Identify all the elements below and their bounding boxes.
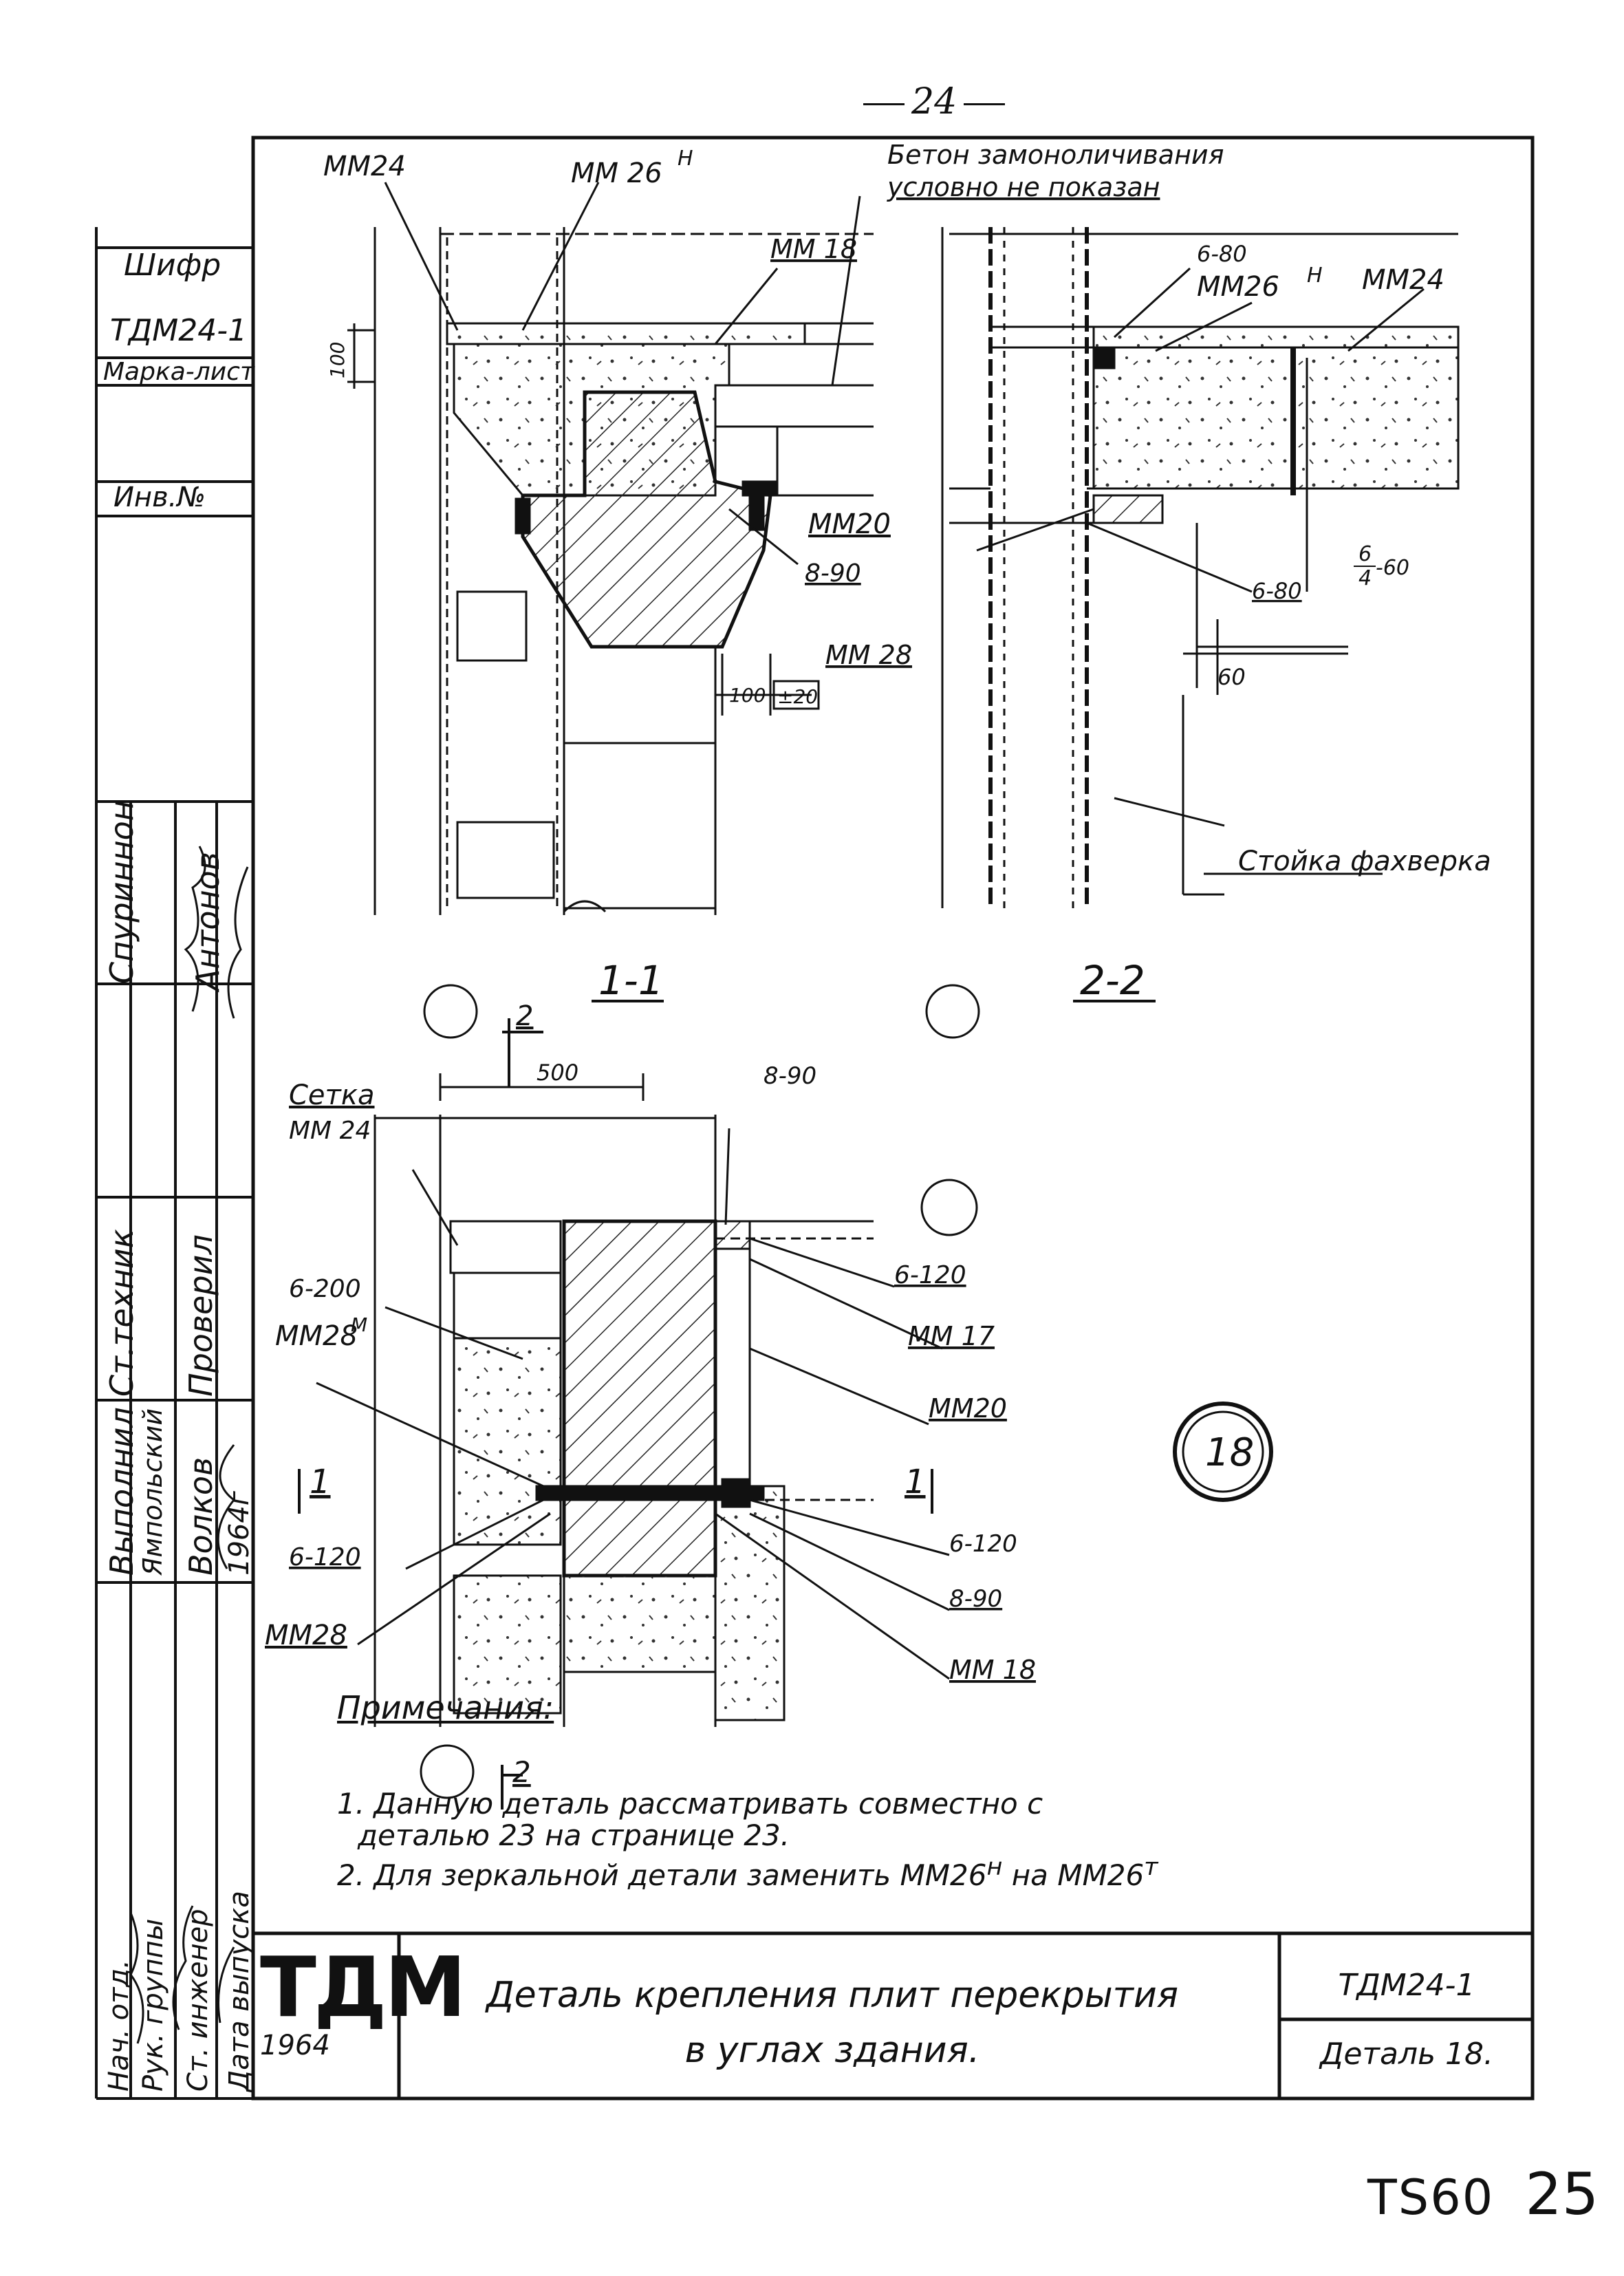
label-mm28m-sup: М	[351, 1313, 367, 1336]
sheet-border	[251, 136, 1535, 2101]
signatures	[129, 846, 249, 2044]
label-frac-tail: -60	[1376, 556, 1409, 580]
label-dim100-a: 100	[326, 342, 349, 378]
label-r8-90-a: 8-90	[805, 559, 861, 588]
side-year: 1964г	[224, 1491, 255, 1576]
label-r6-120-a: 6-120	[894, 1261, 966, 1289]
label-mm28-a: ММ 28	[825, 640, 912, 670]
label-mm20-b: ММ20	[929, 1393, 1007, 1424]
title-line-1: Деталь крепления плит перекрытия	[486, 1975, 1179, 2016]
label-r6-200: 6-200	[289, 1275, 361, 1303]
label-cut-2-bottom: 2	[512, 1755, 531, 1789]
notes-item-2: 2. Для зеркальной детали заменить ММ26н …	[337, 1854, 1158, 1892]
label-beton-line2: условно не показан	[887, 172, 1160, 202]
side-vyp: Выполнил	[103, 1407, 140, 1576]
side-column-frame	[95, 227, 253, 2100]
title-block-code: ТДМ24-1	[1338, 1968, 1475, 2003]
label-stoyka: Стойка фахверка	[1238, 846, 1491, 877]
stamp-code: TS60	[1367, 2169, 1495, 2226]
side-name3: Волков	[182, 1457, 219, 1576]
side-inv: Инв.№	[113, 482, 206, 513]
label-mm18-b: ММ 18	[949, 1655, 1036, 1685]
side-role6: Рук. группы	[138, 1918, 169, 2092]
label-mm26n-a: ММ 26	[571, 158, 662, 189]
title-block-logo: ТДМ 1964	[260, 1940, 466, 2062]
label-dim60: 60	[1217, 664, 1246, 690]
side-role8: Дата выпуска	[224, 1891, 255, 2092]
notes-item-1: 1. Данную деталь рассматривать совместно…	[337, 1787, 1043, 1821]
label-mm20-a: ММ20	[808, 508, 891, 540]
section-title-2-2: 2-2	[1080, 957, 1145, 1004]
label-mm24-b: ММ24	[1362, 264, 1444, 296]
label-dim-pm20: ±20	[777, 685, 818, 708]
stamp-page: 25	[1525, 2160, 1599, 2228]
label-r6-80-b: 6-80	[1252, 578, 1302, 604]
axis-bubble-1	[423, 984, 478, 1039]
label-setka-line1: Сетка	[289, 1080, 375, 1111]
notes-title: Примечания:	[337, 1689, 554, 1726]
detail-number: 18	[1205, 1430, 1254, 1475]
notes-block: Примечания: 1. Данную деталь рассматрива…	[337, 1689, 1506, 1891]
side-marka: Марка-лист	[103, 358, 255, 386]
side-role5: Нач. отд.	[103, 1960, 135, 2092]
section-1-1-drawing	[347, 182, 874, 915]
title-line-2: в углах здания.	[684, 2030, 980, 2071]
title-block-title: Деталь крепления плит перекрытия в углах…	[413, 1968, 1252, 2078]
label-mm26n-b: ММ26	[1197, 271, 1279, 303]
label-mm26n-a-sup: Н	[678, 147, 693, 171]
side-name2: Ямпольский	[138, 1408, 168, 1576]
side-role7: Ст. инженер	[182, 1909, 214, 2092]
label-cut-1-right: 1	[905, 1463, 926, 1501]
label-frac-den: 4	[1358, 566, 1372, 590]
label-mm18-a: ММ 18	[770, 234, 857, 264]
axis-bubble-4	[420, 1744, 475, 1799]
label-dim500: 500	[537, 1060, 578, 1086]
detail-number-circle	[1173, 1402, 1273, 1502]
label-mm17: ММ 17	[908, 1321, 995, 1351]
cut-markers	[298, 1018, 933, 1810]
notes-item-1b: деталью 23 на странице 23.	[358, 1818, 790, 1852]
label-setka-line2: ММ 24	[289, 1117, 371, 1145]
side-shifr: Шифр	[124, 248, 221, 283]
label-r8-90-b: 8-90	[764, 1062, 816, 1090]
logo-tdm: ТДМ	[260, 1940, 466, 2036]
label-mm24-a: ММ24	[323, 151, 406, 182]
side-code: ТДМ24-1	[110, 313, 248, 348]
side-extra-name: Проверил	[182, 1234, 219, 1397]
page-number: 24	[856, 81, 1012, 122]
side-role0: Спуриннон	[103, 800, 140, 984]
label-frac-num: 6	[1358, 542, 1372, 566]
side-extra-role: Ст.техник	[103, 1229, 140, 1397]
section-2-2-drawing	[941, 227, 1460, 908]
label-r8-90-c: 8-90	[949, 1585, 1002, 1613]
label-dim100-b: 100	[729, 684, 766, 707]
label-r6-120-b: 6-120	[289, 1543, 361, 1571]
label-cut-1-left: 1	[310, 1463, 331, 1501]
label-r6-120-c: 6-120	[949, 1530, 1017, 1558]
label-mm28m: ММ28	[275, 1320, 358, 1352]
label-r6-80-a: 6-80	[1197, 241, 1247, 267]
label-cut-2-top: 2	[516, 1000, 533, 1032]
section-title-1-1: 1-1	[598, 957, 664, 1004]
archive-stamp: TS60 25	[1367, 2160, 1599, 2228]
logo-year: 1964	[260, 2030, 330, 2061]
title-block-sheet: Деталь 18.	[1319, 2037, 1494, 2072]
label-mm28-b: ММ28	[265, 1620, 347, 1651]
axis-bubble-2	[925, 984, 980, 1039]
plan-drawing	[316, 1073, 950, 1727]
title-block-frame	[253, 1931, 1533, 2098]
label-mm26n-b-sup: Н	[1307, 264, 1323, 288]
side-name1: Антонов	[189, 852, 226, 991]
label-beton-line1: Бетон замоноличивания	[887, 140, 1224, 170]
axis-bubble-3	[920, 1179, 978, 1236]
